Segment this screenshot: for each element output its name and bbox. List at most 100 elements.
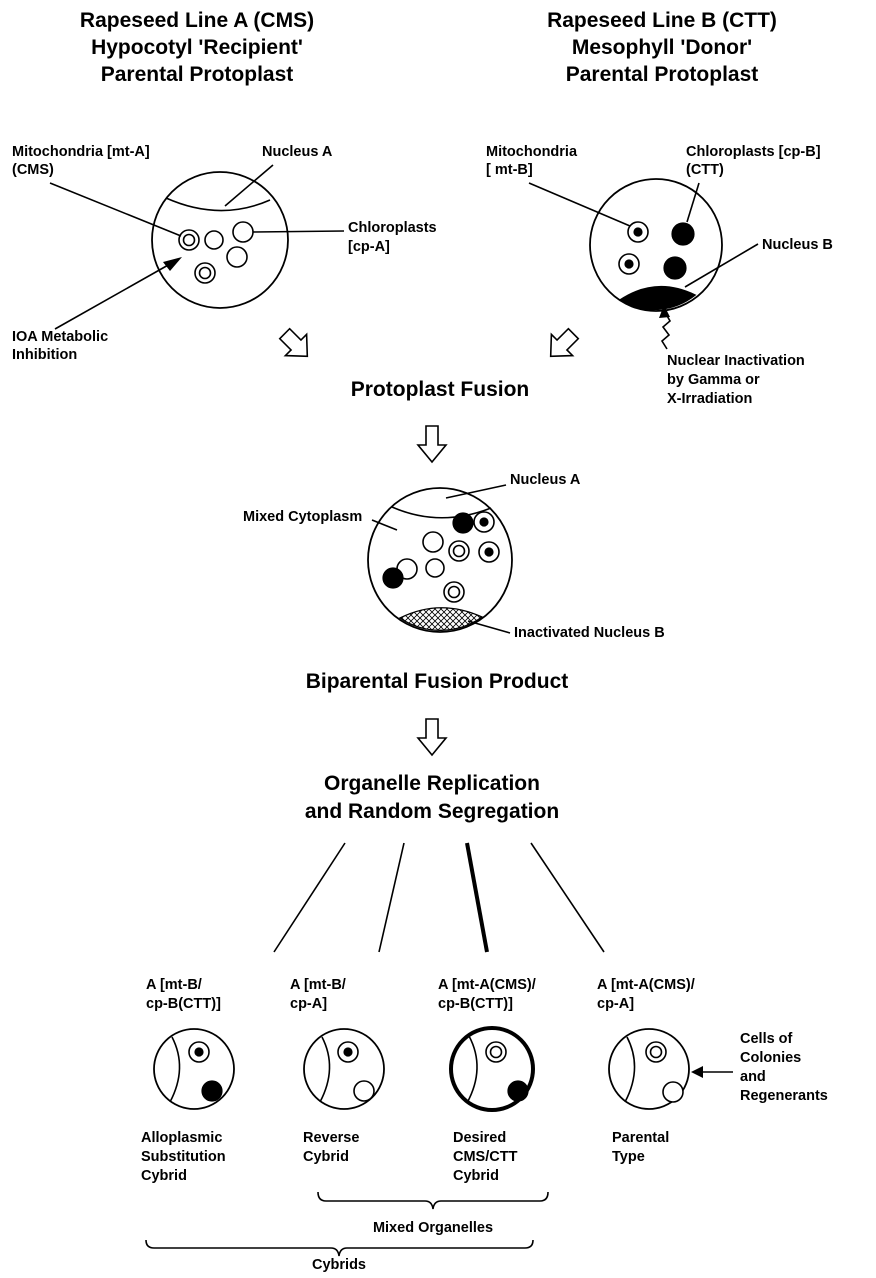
outcome-alloplasmic-name-1: Alloplasmic: [141, 1130, 222, 1146]
step-segregation-2: and Random Segregation: [305, 800, 559, 823]
step-biparental-product: Biparental Fusion Product: [306, 670, 569, 693]
cell-b-membrane: [589, 178, 723, 312]
outcome-parental-formula-1: A [mt-A(CMS)/: [597, 977, 695, 993]
cell-b-mitochondrion-1: [627, 221, 649, 243]
arrow-a-to-fusion: [278, 327, 309, 358]
cell-a-mito-label-2: (CMS): [12, 162, 54, 178]
fused-organelle-mito-b-1: [473, 511, 495, 533]
outcome-desired-name-1: Desired: [453, 1130, 506, 1146]
title-line-b: Rapeseed Line B (CTT) Mesophyll 'Donor' …: [547, 9, 777, 86]
outcome-reverse-name-2: Cybrid: [303, 1149, 349, 1165]
outcome-desired-nucleus: [466, 1035, 478, 1104]
outcome-alloplasmic-chloro-b: [201, 1080, 223, 1102]
cells-note: Cells of Colonies and Regenerants: [691, 1031, 828, 1104]
title-line-a-3: Parental Protoplast: [101, 63, 294, 86]
outcome-reverse-chloro-a: [353, 1080, 375, 1102]
fused-organelle-chloroplast-b-1: [452, 512, 474, 534]
outcome-desired-formula-1: A [mt-A(CMS)/: [438, 977, 536, 993]
bracket-cybrids-shape: [145, 1239, 534, 1257]
cell-b-inactivation-label-2: by Gamma or: [667, 372, 760, 388]
cell-a-chloro-pointer: [252, 230, 345, 233]
bracket-mixed-organelles: Mixed Organelles: [317, 1191, 549, 1236]
fused-inactivated-pointer: [467, 620, 511, 634]
cell-b-chloroplast-2: [663, 256, 687, 280]
title-line-b-2: Mesophyll 'Donor': [572, 36, 752, 59]
cell-b-nucleus-label: Nucleus B: [762, 237, 833, 253]
outcome-reverse-formula-1: A [mt-B/: [290, 977, 346, 993]
outcome-parental-name-2: Type: [612, 1149, 645, 1165]
cell-b-mito-pointer: [528, 182, 631, 227]
cell-b-radiation-arrowhead: [659, 305, 670, 318]
cell-b: [589, 178, 723, 312]
cell-b-radiation-squiggle: [660, 313, 672, 350]
outcome-alloplasmic-name-2: Substitution: [141, 1149, 226, 1165]
bracket-mixed-label: Mixed Organelles: [373, 1220, 493, 1236]
cell-a-chloroplast-2: [232, 221, 254, 243]
branch-line-alloplasmic: [273, 842, 346, 953]
cells-note-arrowhead: [691, 1066, 703, 1078]
outcome-alloplasmic-formula-1: A [mt-B/: [146, 977, 202, 993]
cell-a-mito-pointer: [49, 182, 182, 237]
outcome-parental-nucleus: [624, 1036, 636, 1103]
fused-inactivated-label: Inactivated Nucleus B: [514, 625, 665, 641]
fused-organelle-chloroplast-b-2: [382, 567, 404, 589]
arrow-product-down: [416, 718, 448, 757]
arrow-fusion-down: [416, 425, 448, 464]
outcome-parental-mito-a: [645, 1041, 667, 1063]
outcome-desired: A [mt-A(CMS)/ cp-B(CTT)] Desired CMS/CTT…: [438, 977, 536, 1184]
cell-b-mito-label-2: [ mt-B]: [486, 162, 533, 178]
cell-b-labels: Mitochondria [ mt-B] Chloroplasts [cp-B]…: [486, 144, 833, 407]
fused-organelle-chloroplast-a-1: [422, 531, 444, 553]
cell-a-chloro-label-2: [cp-A]: [348, 239, 390, 255]
fused-cell: [367, 487, 513, 633]
cell-a-mitochondrion-2: [194, 262, 216, 284]
cell-a-chloroplast-3: [226, 246, 248, 268]
fused-nucleus-pointer: [445, 484, 507, 499]
cell-a-inhibition-label-2: Inhibition: [12, 347, 77, 363]
branch-line-parental: [530, 842, 605, 953]
branch-line-reverse: [378, 842, 405, 953]
fused-organelle-mito-a-1: [448, 540, 470, 562]
cell-b-inactivation-label-1: Nuclear Inactivation: [667, 353, 805, 369]
cell-b-chloro-label-1: Chloroplasts [cp-B]: [686, 144, 821, 160]
outcome-alloplasmic-nucleus: [169, 1036, 181, 1103]
cell-b-mito-label-1: Mitochondria: [486, 144, 578, 160]
cell-a-chloro-label-1: Chloroplasts: [348, 220, 437, 236]
fused-cytoplasm-label: Mixed Cytoplasm: [243, 509, 362, 525]
cell-a-nucleus-boundary: [165, 197, 271, 212]
cell-a-inhibition-label-1: IOA Metabolic: [12, 329, 108, 345]
fused-cytoplasm-pointer: [371, 519, 398, 531]
outcome-parental-chloro-a: [662, 1081, 684, 1103]
outcome-alloplasmic-formula-2: cp-B(CTT)]: [146, 996, 221, 1012]
outcome-desired-mito-a: [485, 1041, 507, 1063]
cell-a-inhibition-arrowhead: [163, 257, 182, 271]
fused-cell-inactivated-nucleus: [398, 607, 484, 631]
cells-note-3: and: [740, 1069, 766, 1085]
step-protoplast-fusion: Protoplast Fusion: [351, 378, 530, 401]
outcome-reverse-name-1: Reverse: [303, 1130, 359, 1146]
outcome-desired-name-3: Cybrid: [453, 1168, 499, 1184]
cell-b-nucleus-inactivated: [618, 285, 697, 311]
bracket-mixed-shape: [317, 1191, 549, 1210]
cell-b-mitochondrion-2: [618, 253, 640, 275]
fused-nucleus-label: Nucleus A: [510, 472, 581, 488]
bracket-cybrids: Cybrids: [145, 1239, 534, 1273]
outcome-parental: A [mt-A(CMS)/ cp-A] Parental Type: [597, 977, 695, 1165]
fused-organelle-chloroplast-a-3: [425, 558, 445, 578]
cells-note-1: Cells of: [740, 1031, 793, 1047]
title-line-a-2: Hypocotyl 'Recipient': [91, 36, 303, 59]
arrow-b-to-fusion: [549, 327, 580, 358]
cell-b-chloro-label-2: (CTT): [686, 162, 724, 178]
outcome-parental-name-1: Parental: [612, 1130, 669, 1146]
cell-b-inactivation-label-3: X-Irradiation: [667, 391, 752, 407]
step-segregation-1: Organelle Replication: [324, 772, 540, 795]
branch-line-desired: [465, 842, 489, 953]
cell-b-nucleus-pointer: [684, 243, 759, 288]
cells-note-2: Colonies: [740, 1050, 801, 1066]
outcome-desired-formula-2: cp-B(CTT)]: [438, 996, 513, 1012]
title-line-a: Rapeseed Line A (CMS) Hypocotyl 'Recipie…: [80, 9, 314, 86]
fused-cell-nucleus-a-boundary: [391, 506, 492, 519]
outcome-alloplasmic-mito-b: [188, 1041, 210, 1063]
